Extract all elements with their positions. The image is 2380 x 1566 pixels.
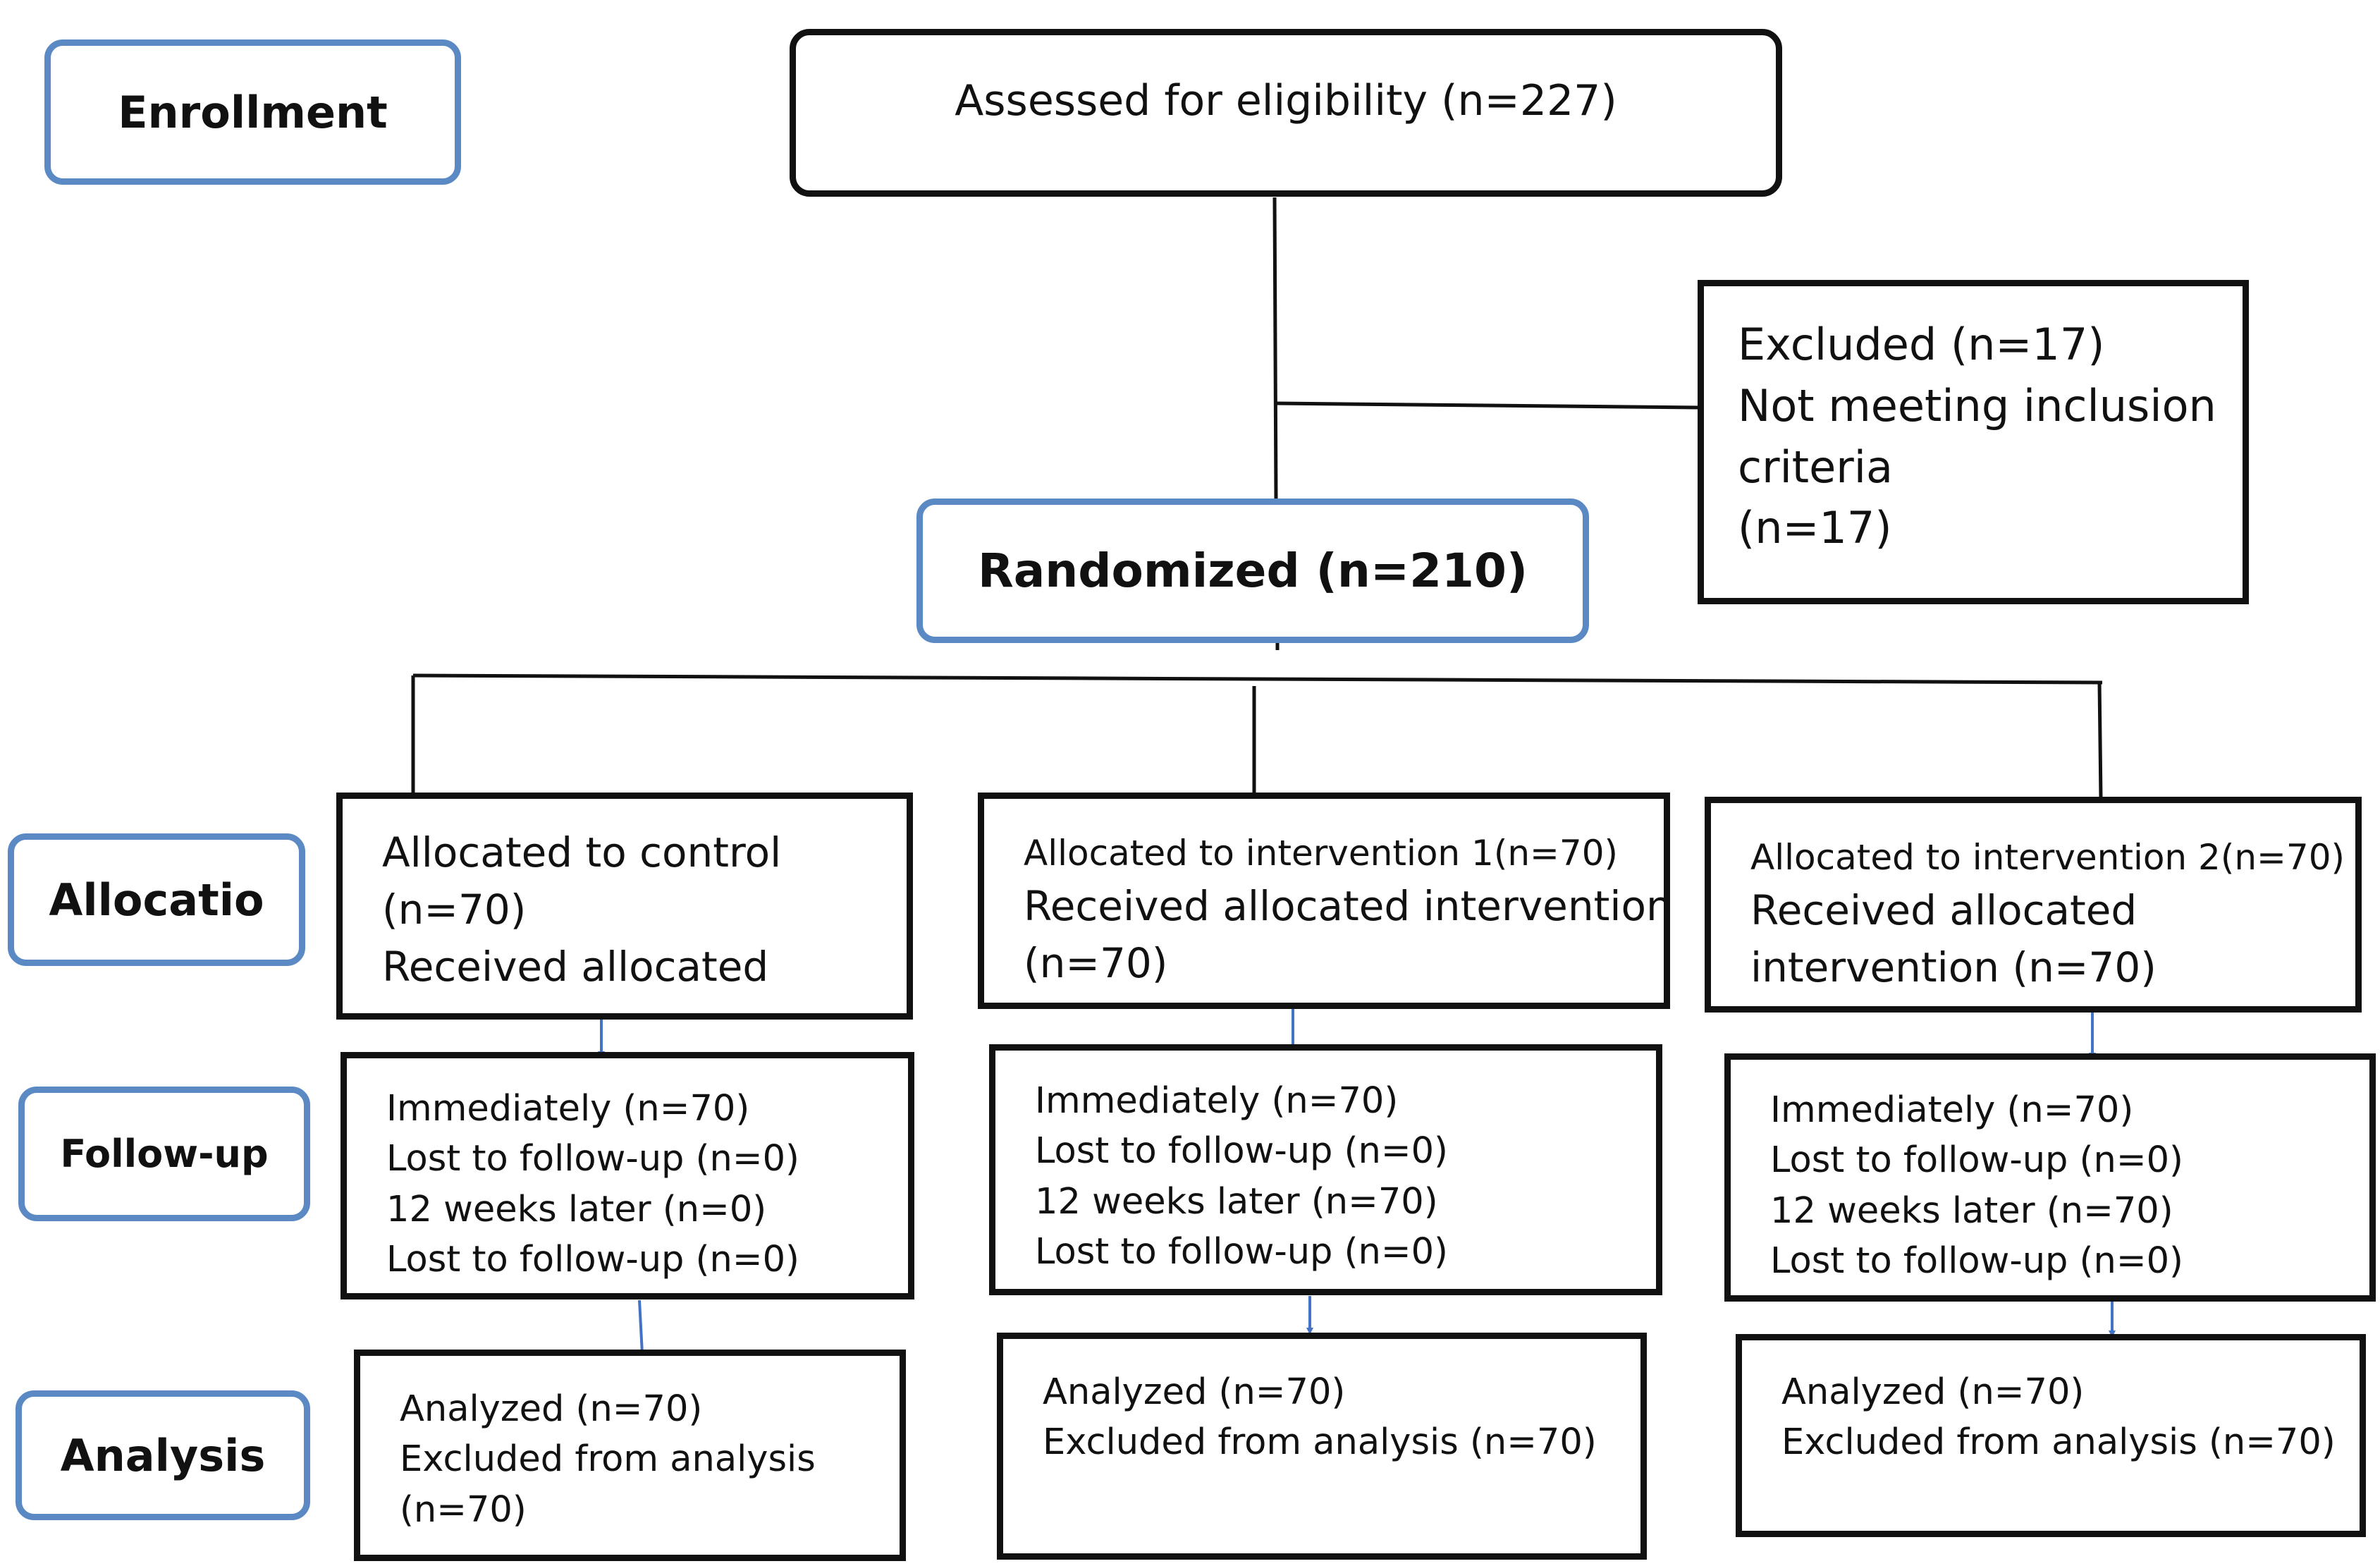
stage-label-follow-up-text: Follow-up	[60, 1132, 269, 1176]
allocation-line: (n=70)	[382, 886, 527, 934]
follow-up-line: 12 weeks later (n=70)	[1770, 1189, 2173, 1232]
arm-control-follow-up-box: Immediately (n=70) Lost to follow-up (n=…	[341, 1052, 914, 1299]
randomized-box: Randomized (n=210)	[916, 498, 1589, 643]
arm-intervention-2-analysis-box: Analyzed (n=70) Excluded from analysis (…	[1736, 1334, 2366, 1537]
excluded-line: (n=17)	[1738, 502, 1892, 554]
follow-up-line: Lost to follow-up (n=0)	[386, 1138, 799, 1180]
arm-intervention-1-allocation-box: Allocated to intervention 1(n=70) Receiv…	[978, 793, 1672, 1009]
line-assessed-to-randomized	[1272, 197, 1278, 500]
allocation-line: Received allocated	[1750, 886, 2137, 934]
analysis-line: Analyzed (n=70)	[400, 1388, 703, 1430]
follow-up-line: Immediately (n=70)	[1770, 1089, 2134, 1131]
allocation-line: Allocated to control	[382, 828, 782, 876]
assessed-text: Assessed for eligibility (n=227)	[955, 76, 1617, 126]
line-to-arm-3	[2097, 680, 2103, 799]
stage-label-enrollment-text: Enrollment	[118, 86, 388, 138]
excluded-line: Excluded (n=17)	[1738, 319, 2105, 370]
arm-control-allocation-box: Allocated to control (n=70) Received all…	[336, 793, 913, 1020]
follow-up-line: Lost to follow-up (n=0)	[1035, 1231, 1448, 1273]
excluded-box: Excluded (n=17) Not meeting inclusion cr…	[1698, 280, 2249, 604]
stage-label-follow-up: Follow-up	[18, 1087, 310, 1221]
arm-control-analysis-box: Analyzed (n=70) Excluded from analysis (…	[354, 1350, 906, 1561]
follow-up-line: Lost to follow-up (n=0)	[1035, 1130, 1448, 1173]
arm-intervention-2-allocation-box: Allocated to intervention 2(n=70) Receiv…	[1705, 797, 2362, 1013]
analysis-line: Excluded from analysis (n=70)	[1781, 1421, 2336, 1464]
allocation-line: Received allocated	[382, 943, 769, 991]
follow-up-line: Immediately (n=70)	[1035, 1080, 1399, 1122]
stage-label-enrollment: Enrollment	[44, 39, 461, 185]
follow-up-line: Lost to follow-up (n=0)	[386, 1239, 799, 1281]
follow-up-line: 12 weeks later (n=0)	[386, 1188, 767, 1230]
arm-intervention-1-analysis-box: Analyzed (n=70) Excluded from analysis (…	[997, 1333, 1647, 1560]
arm-intervention-2-follow-up-box: Immediately (n=70) Lost to follow-up (n=…	[1724, 1053, 2376, 1302]
stage-label-allocation-text: Allocatio	[49, 874, 264, 926]
analysis-line: Analyzed (n=70)	[1043, 1371, 1346, 1413]
allocation-line: (n=70)	[1024, 939, 1168, 988]
line-to-excluded	[1275, 401, 1700, 410]
follow-up-line: 12 weeks later (n=70)	[1035, 1180, 1438, 1223]
excluded-line: criteria	[1738, 441, 1893, 493]
follow-up-line: Lost to follow-up (n=0)	[1770, 1240, 2183, 1283]
randomized-text: Randomized (n=210)	[977, 544, 1528, 598]
analysis-line: (n=70)	[400, 1488, 527, 1531]
allocation-line: Allocated to intervention 2(n=70)	[1750, 837, 2345, 878]
arm-intervention-1-follow-up-box: Immediately (n=70) Lost to follow-up (n=…	[989, 1044, 1662, 1295]
assessed-box: Assessed for eligibility (n=227)	[790, 29, 1782, 197]
stage-label-allocation: Allocatio	[8, 833, 305, 966]
follow-up-line: Immediately (n=70)	[386, 1088, 750, 1130]
stage-label-analysis: Analysis	[16, 1390, 310, 1520]
follow-up-line: Lost to follow-up (n=0)	[1770, 1139, 2183, 1182]
analysis-line: Excluded from analysis (n=70)	[1043, 1421, 1597, 1464]
arrow-arm1-followup-to-analysis	[638, 1299, 646, 1357]
excluded-line: Not meeting inclusion	[1738, 379, 2216, 432]
analysis-line: Analyzed (n=70)	[1781, 1371, 2085, 1413]
line-split-horizontal	[412, 673, 2103, 685]
stage-label-analysis-text: Analysis	[60, 1429, 266, 1481]
allocation-line: Received allocated intervention	[1024, 882, 1672, 930]
analysis-line: Excluded from analysis	[400, 1438, 816, 1481]
allocation-line: Allocated to intervention 1(n=70)	[1024, 833, 1619, 874]
allocation-line: intervention (n=70)	[1750, 943, 2157, 992]
